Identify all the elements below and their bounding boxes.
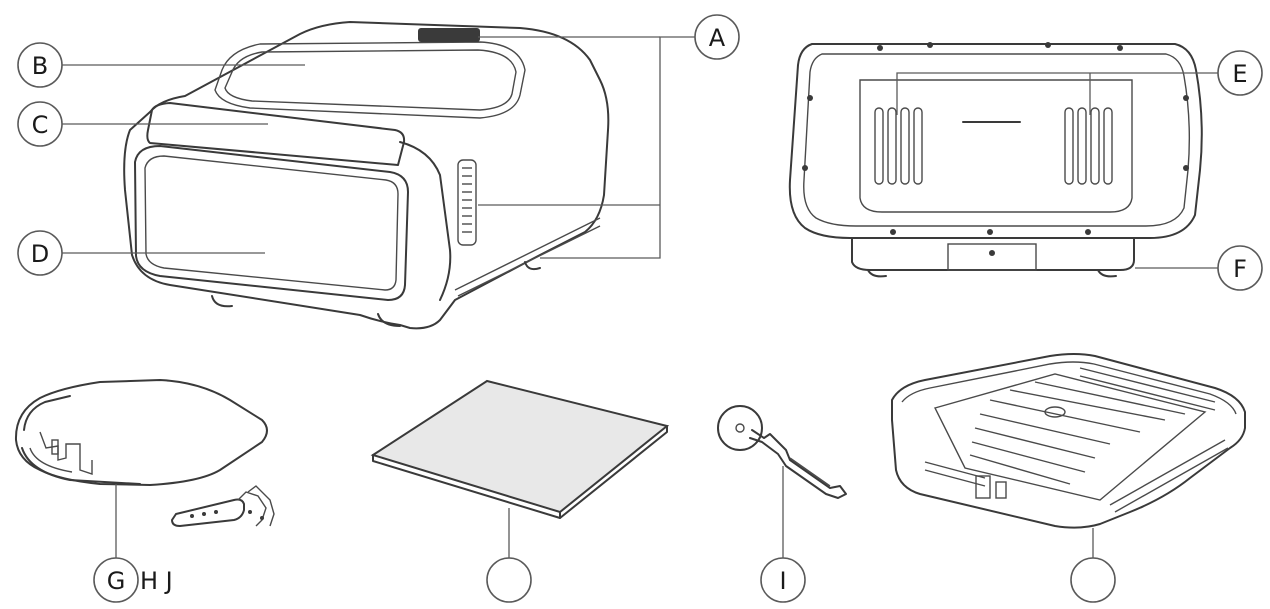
callout-d: D: [17, 230, 63, 276]
rear-vent-right: [1064, 107, 1113, 185]
callout-e-label: E: [1232, 60, 1247, 88]
callout-f: F: [1217, 245, 1263, 291]
pizza-cutter: [717, 405, 847, 499]
callout-blank-1: [486, 557, 532, 603]
callout-b: B: [17, 42, 63, 88]
callout-g-label: G: [107, 567, 126, 595]
tray-handle: [171, 485, 275, 527]
leader-lines: [60, 36, 1220, 560]
callout-g: G H J: [93, 557, 173, 603]
callout-hj-label: H J: [140, 567, 173, 595]
drip-tray: [14, 379, 268, 486]
callout-blank-2: [1070, 557, 1116, 603]
side-vent: [457, 159, 477, 246]
rear-vent-left: [874, 107, 923, 185]
rear-view-unit: [788, 42, 1203, 278]
callout-d-label: D: [31, 240, 49, 268]
callout-i: I: [760, 557, 806, 603]
callout-c-label: C: [32, 111, 49, 139]
callout-i-label: I: [779, 567, 786, 595]
callout-f-label: F: [1233, 255, 1247, 283]
callout-c: C: [17, 101, 63, 147]
baking-sheet: [370, 379, 670, 519]
callout-a-label: A: [709, 24, 726, 52]
crisper-basket: [891, 353, 1246, 529]
callout-a: A: [694, 14, 740, 60]
front-view-unit: [123, 21, 610, 330]
callout-b-label: B: [32, 52, 48, 80]
callout-e: E: [1217, 50, 1263, 96]
